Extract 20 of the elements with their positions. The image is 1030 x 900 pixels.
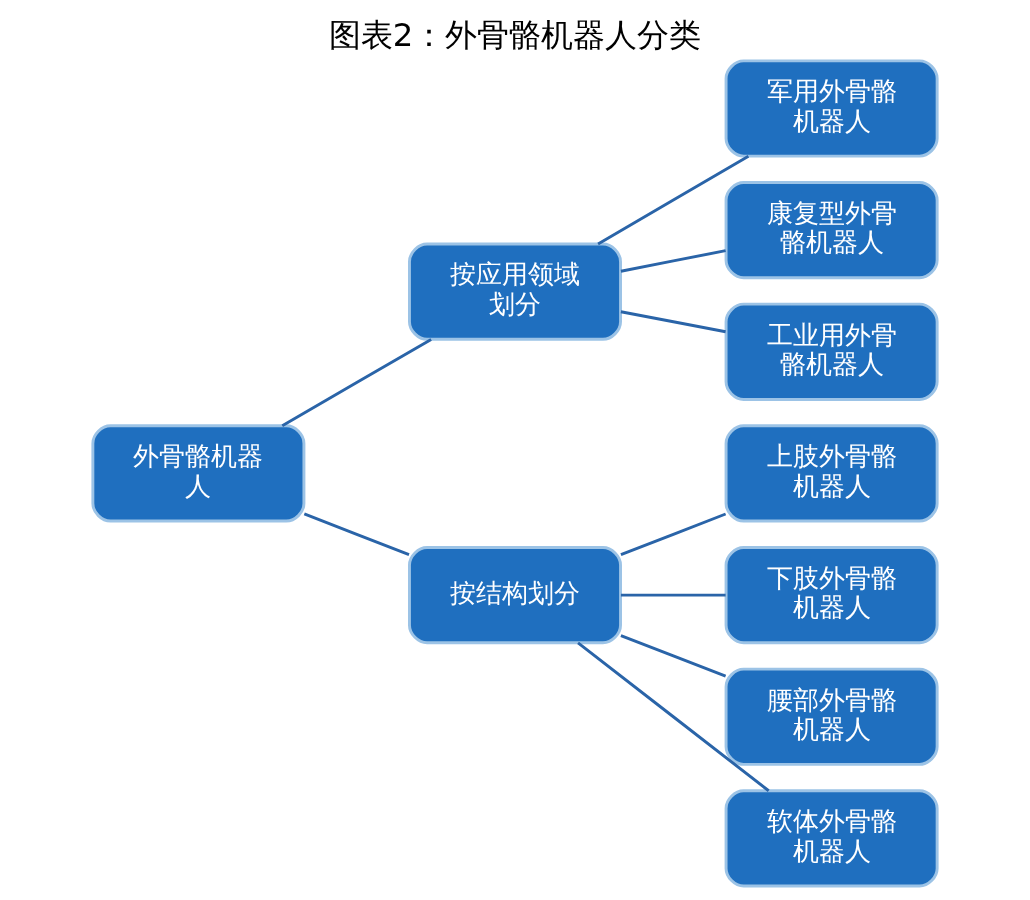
connector [303, 512, 410, 556]
connector [281, 338, 432, 427]
connector [620, 310, 726, 334]
node-box: 软体外骨骼机器人 [724, 789, 939, 888]
connector [620, 593, 726, 597]
node-box: 按应用领域划分 [408, 242, 622, 341]
connector [620, 249, 726, 273]
node-box: 按结构划分 [408, 546, 622, 645]
connector [620, 634, 727, 678]
diagram-title: 图表2：外骨骼机器人分类 [328, 15, 702, 54]
node-box: 军用外骨骼机器人 [724, 59, 939, 158]
node-box: 外骨骼机器人 [91, 424, 306, 523]
connector [577, 641, 770, 792]
connector [597, 154, 750, 246]
node-box: 腰部外骨骼机器人 [724, 667, 939, 766]
node-box: 工业用外骨骼机器人 [724, 302, 939, 401]
node-box: 康复型外骨骼机器人 [724, 181, 939, 280]
node-box: 下肢外骨骼机器人 [724, 546, 939, 645]
connector [620, 512, 727, 556]
node-box: 上肢外骨骼机器人 [724, 424, 939, 523]
